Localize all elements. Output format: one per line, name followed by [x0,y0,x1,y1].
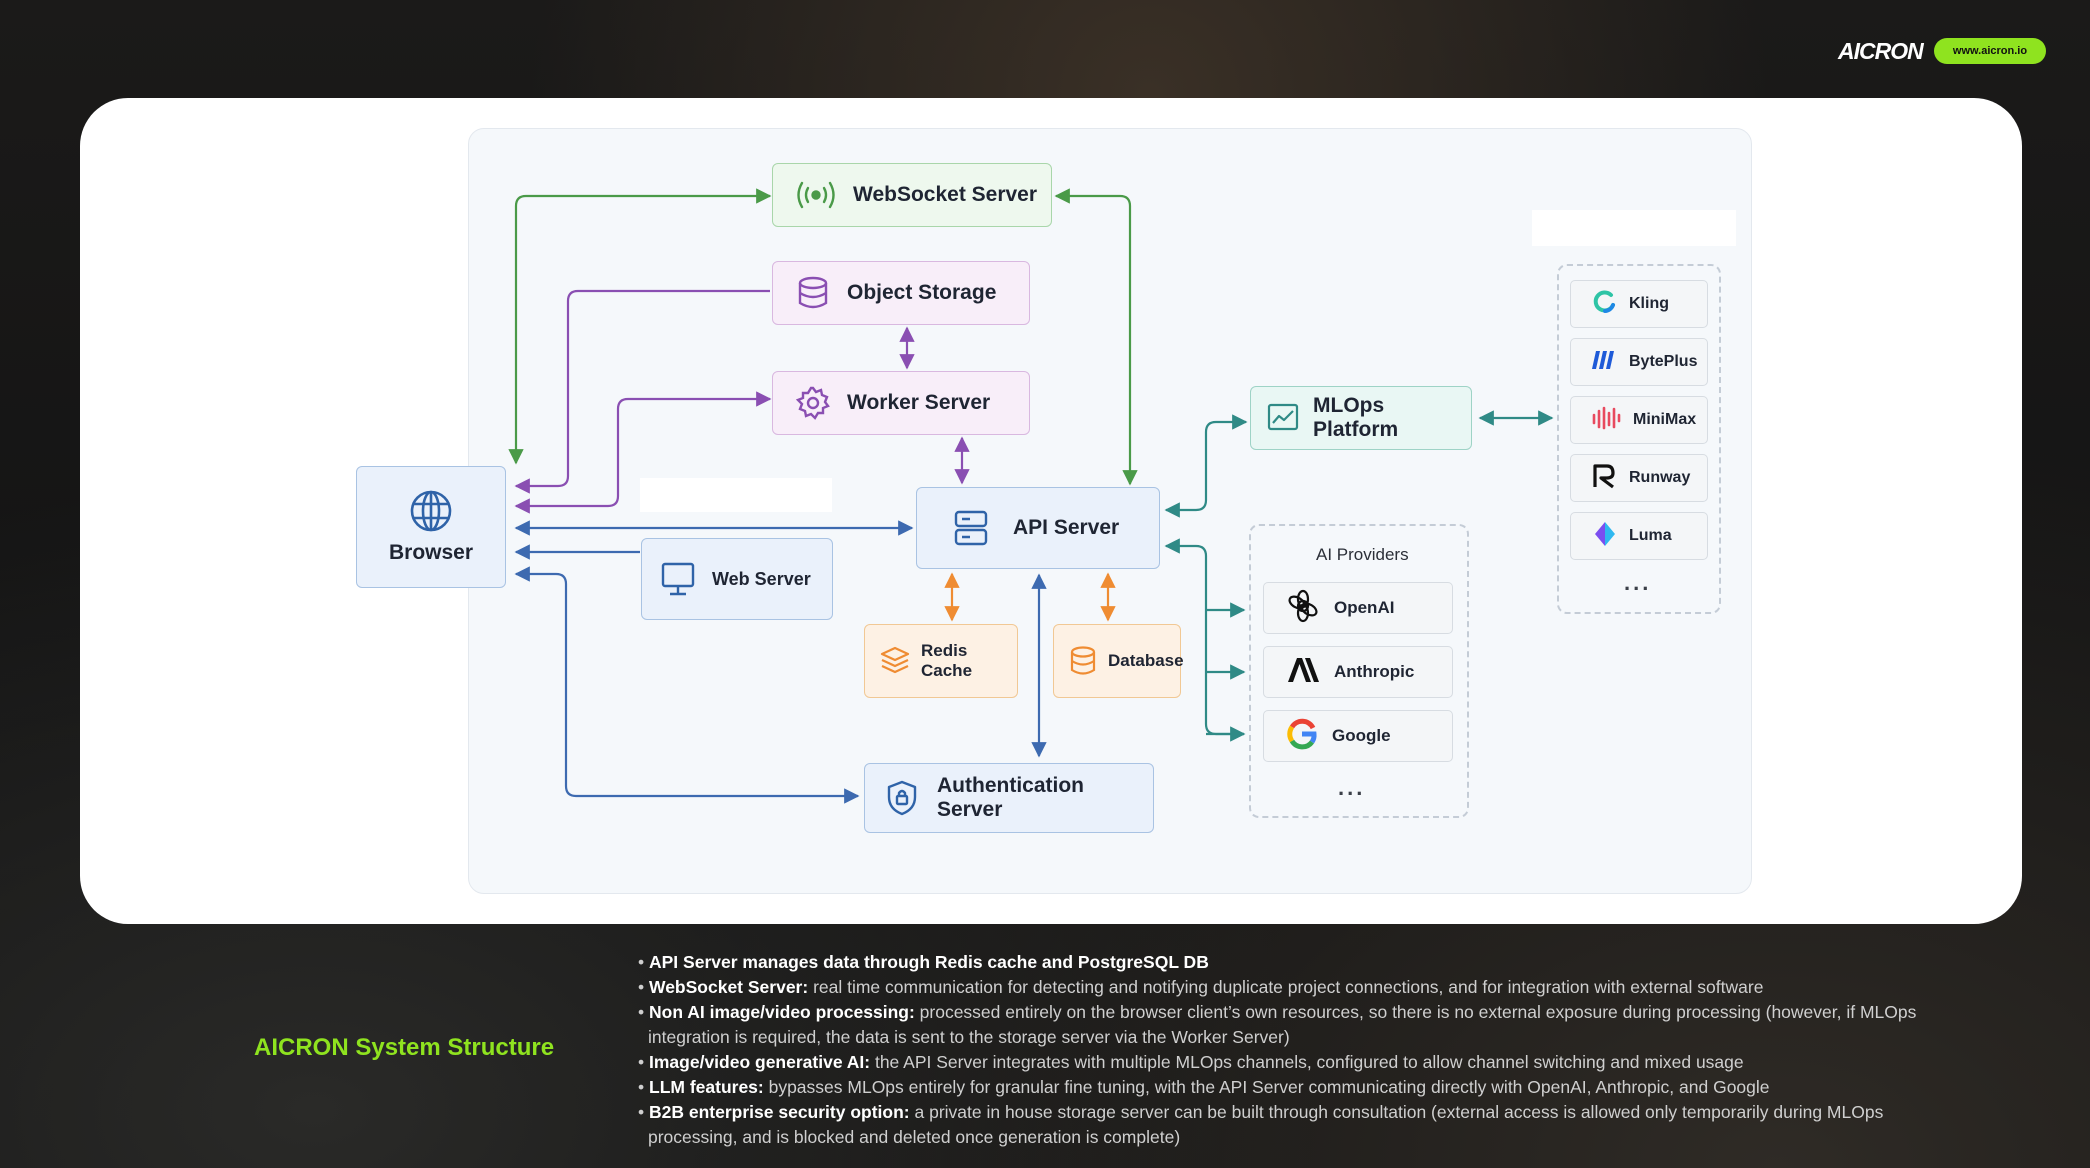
provider-anthropic: Anthropic [1263,646,1453,698]
byteplus-icon [1591,349,1617,376]
bullet-item: • LLM features: bypasses MLOps entirely … [638,1077,1770,1097]
object-storage-node: Object Storage [772,261,1030,325]
browser-label: Browser [388,541,474,564]
bullet-item: • Image/video generative AI: the API Ser… [638,1052,1744,1072]
redis-cache-node: Redis Cache [864,624,1018,698]
openai-icon [1286,589,1320,628]
ai-providers-group [1249,524,1469,818]
authentication-server-label: Authentication Server [937,774,1084,821]
bullet-item: • Non AI image/video processing: process… [638,1002,1917,1047]
bullet-text: real time communication for detecting an… [808,977,1764,997]
anthropic-icon [1286,656,1320,689]
api-server-label: API Server [1013,516,1120,539]
service-minimax-label: MiniMax [1633,411,1697,428]
websocket-server-node: WebSocket Server [772,163,1052,227]
brand-logo: AICRON [1838,38,1924,64]
mlops-services-group [1557,264,1721,614]
broadcast-icon [795,178,837,212]
bullet-heading: API Server manages data through Redis ca… [649,952,1209,972]
service-minimax: MiniMax [1570,396,1708,444]
bullet-heading: LLM features: [649,1077,764,1097]
authentication-server-node: Authentication Server [864,763,1154,833]
provider-anthropic-label: Anthropic [1334,662,1415,681]
service-luma: Luma [1570,512,1708,560]
services-more: ... [1624,570,1652,595]
service-byteplus: BytePlus [1570,338,1708,386]
runway-icon [1591,463,1617,494]
database-node: Database [1053,624,1184,698]
worker-server-label: Worker Server [847,391,991,414]
gear-icon [795,385,831,421]
websocket-server-label: WebSocket Server [853,183,1038,206]
server-icon [953,509,989,547]
blank-area [1532,210,1736,246]
kling-icon [1591,289,1617,320]
provider-google-label: Google [1332,726,1391,745]
bullet-item: • WebSocket Server: real time communicat… [638,977,1764,997]
providers-more: ... [1338,775,1366,800]
globe-icon [409,489,453,533]
database-label: Database [1108,651,1184,670]
layers-icon [879,645,911,677]
provider-openai-label: OpenAI [1334,598,1395,617]
web-server-node: Web Server [641,538,833,620]
mlops-platform-node: MLOps Platform [1250,386,1472,450]
bullet-heading: Image/video generative AI: [649,1052,871,1072]
bullet-item: • API Server manages data through Redis … [638,952,1209,972]
minimax-icon [1591,405,1621,436]
website-link[interactable]: www.aicron.io [1934,38,2046,64]
api-server-node: API Server [916,487,1160,569]
bullet-text: a private in house storage server can be… [648,1102,1884,1147]
redis-cache-label: Redis Cache [921,641,973,680]
service-kling-label: Kling [1629,295,1669,312]
section-title: AICRON System Structure [254,1034,555,1061]
object-storage-label: Object Storage [847,281,997,304]
service-luma-label: Luma [1629,527,1672,544]
service-kling: Kling [1570,280,1708,328]
bullet-heading: Non AI image/video processing: [649,1002,915,1022]
blank-area [640,478,832,512]
feature-bullet-list: • API Server manages data through Redis … [638,950,1968,1150]
database-icon [795,275,831,311]
bullet-heading: WebSocket Server: [649,977,809,997]
service-byteplus-label: BytePlus [1629,353,1698,370]
ai-providers-title: AI Providers [1316,545,1409,564]
provider-google: Google [1263,710,1453,762]
bullet-text: the API Server integrates with multiple … [870,1052,1744,1072]
web-server-label: Web Server [712,568,811,589]
provider-openai: OpenAI [1263,582,1453,634]
database-icon [1068,645,1098,677]
google-icon [1286,718,1318,755]
mlops-platform-label: MLOps Platform [1313,394,1399,441]
service-runway: Runway [1570,454,1708,502]
monitor-icon [660,561,696,597]
bullet-text: bypasses MLOps entirely for granular fin… [763,1077,1770,1097]
luma-icon [1591,520,1617,553]
bullet-text: processed entirely on the browser client… [648,1002,1917,1047]
chart-icon [1267,403,1299,433]
bullet-item: • B2B enterprise security option: a priv… [638,1102,1884,1147]
service-runway-label: Runway [1629,469,1691,486]
worker-server-node: Worker Server [772,371,1030,435]
bullet-heading: B2B enterprise security option: [649,1102,910,1122]
shield-lock-icon [885,779,919,817]
browser-node: Browser [356,466,506,588]
